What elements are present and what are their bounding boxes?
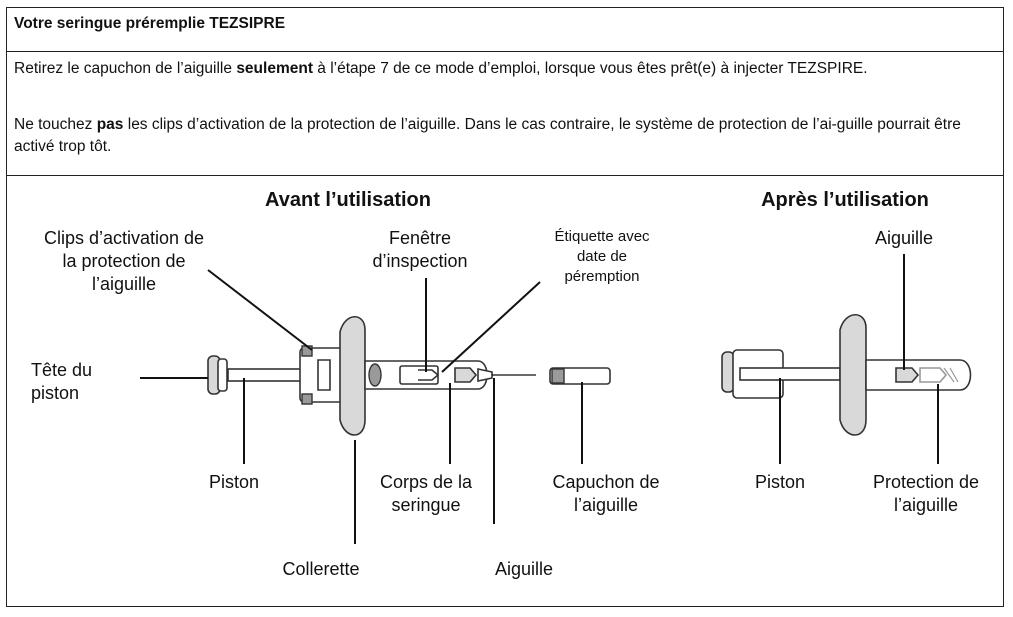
before-use-heading: Avant l’utilisation [265,189,431,211]
label-plunger: Piston [209,472,259,492]
svg-text:Clips d’activation de: Clips d’activation de [44,228,204,248]
syringe-info-box: Votre seringue préremplie TEZSIPRE Retir… [6,7,1004,607]
svg-text:l’aiguille: l’aiguille [574,495,638,515]
instructions-row: Retirez le capuchon de l’aiguille seulem… [7,52,1003,176]
instruction-paragraph-1: Retirez le capuchon de l’aiguille seulem… [14,60,868,77]
svg-text:d’inspection: d’inspection [372,251,467,271]
after-use-heading: Après l’utilisation [761,189,929,211]
label-needle-after: Aiguille [875,228,933,248]
label-needle-cap: Capuchon de l’aiguille [552,472,659,515]
label-inspection-window: Fenêtre d’inspection [372,228,467,271]
plunger-rod-after [739,367,841,381]
svg-text:piston: piston [31,383,79,403]
label-expiry-label: Étiquette avec date de péremption [554,228,650,285]
svg-text:péremption: péremption [564,268,639,285]
svg-text:l’aiguille: l’aiguille [894,495,958,515]
label-syringe-body: Corps de la seringue [380,472,473,515]
label-plunger-head: Tête du piston [31,360,92,403]
svg-text:seringue: seringue [391,495,460,515]
activation-clip-bottom [301,393,313,405]
activation-clip-top [301,345,313,357]
label-activation-clips: Clips d’activation de la protection de l… [44,228,204,294]
finger-flange-after [839,313,867,436]
svg-text:Capuchon de: Capuchon de [552,472,659,492]
instruction-paragraph-2: Ne touchez pas les clips d’activation de… [14,116,961,155]
svg-text:Fenêtre: Fenêtre [389,228,451,248]
svg-text:la protection de: la protection de [62,251,185,271]
label-needle: Aiguille [495,559,553,579]
syringe-before-use [207,315,611,436]
syringe-after-use [721,313,972,436]
svg-text:Protection de: Protection de [873,472,979,492]
svg-text:Tête du: Tête du [31,360,92,380]
svg-text:l’aiguille: l’aiguille [92,274,156,294]
svg-text:date de: date de [577,248,627,265]
label-needle-guard: Protection de l’aiguille [873,472,979,515]
svg-text:Étiquette avec: Étiquette avec [554,228,650,245]
label-plunger-after: Piston [755,472,805,492]
title-row: Votre seringue préremplie TEZSIPRE [7,8,1003,52]
svg-text:Corps de la: Corps de la [380,472,473,492]
needle-cap [549,367,611,385]
label-finger-flange: Collerette [282,559,359,579]
box-title: Votre seringue préremplie TEZSIPRE [14,15,286,32]
finger-flange [339,315,366,436]
